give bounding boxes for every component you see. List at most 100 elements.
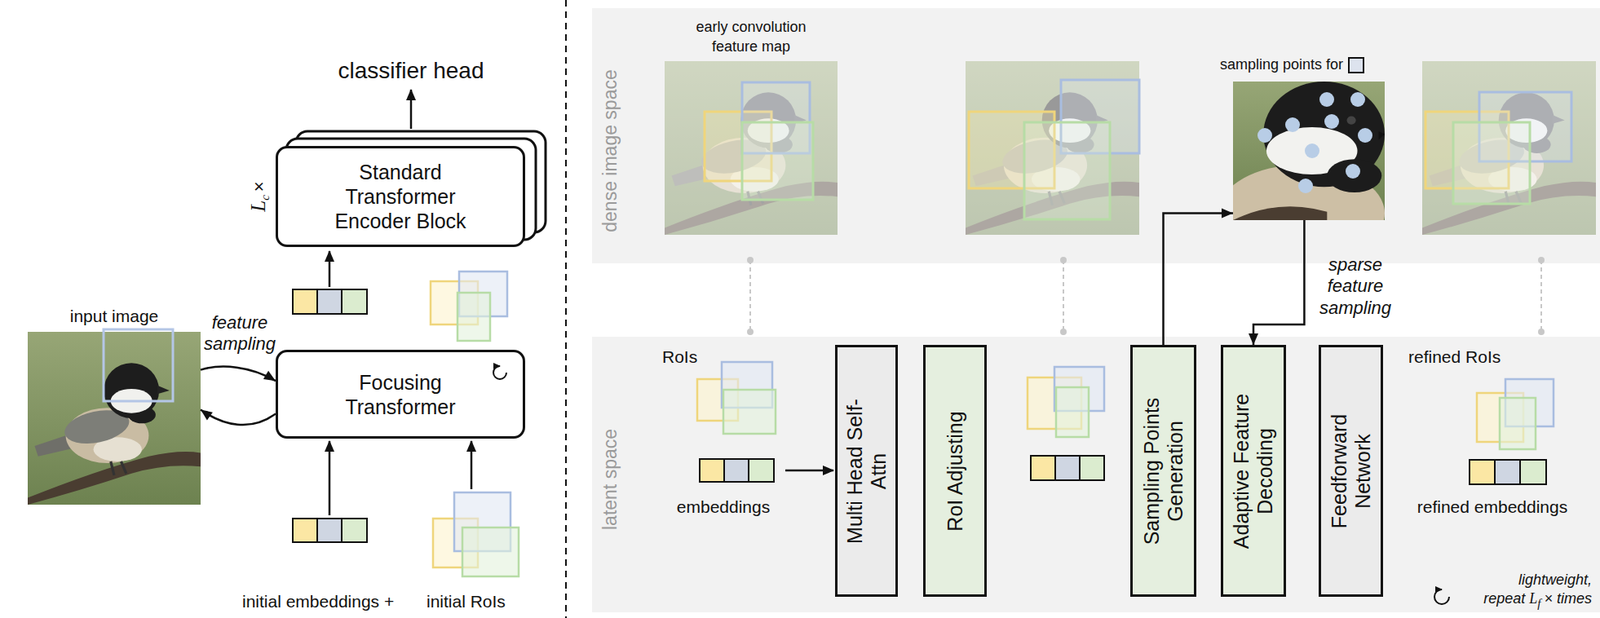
input-image-picture — [103, 329, 173, 402]
label-text: RoIs — [662, 347, 698, 367]
embedding-strip — [1469, 459, 1495, 485]
roi-boxes — [457, 292, 491, 341]
space-band: latent space Multi Head Self-Attn RoI Adju… — [592, 336, 1600, 613]
label-text: lightweight, — [1518, 571, 1592, 588]
connector-line — [200, 409, 276, 425]
band-ground — [592, 336, 1600, 613]
roi-boxes — [462, 527, 519, 577]
feature-map-picture — [965, 61, 1140, 235]
feature-map-picture — [965, 61, 1140, 235]
connector-line — [1253, 220, 1304, 345]
correspondence-line — [1060, 328, 1067, 336]
sampling-picture — [1345, 163, 1361, 179]
feature-map-picture — [664, 61, 838, 235]
flow-arrow — [410, 89, 413, 129]
heading: sampling points for — [1219, 56, 1365, 74]
label-text: f — [1537, 596, 1541, 610]
embedding-strip — [699, 459, 725, 482]
heading-text: early convolution feature map — [673, 17, 829, 57]
label-text: initial RoIs — [426, 592, 506, 612]
repeat-note-line: repeatLf× times — [1483, 589, 1592, 612]
repeat-symbol — [493, 366, 507, 380]
process-box: Sampling Points Generation — [1130, 344, 1197, 597]
box-text: Feedforward Network — [1327, 383, 1375, 559]
label-text: L — [1529, 590, 1538, 607]
repeat-note-line: lightweight, — [1483, 570, 1592, 590]
embedding-strip — [724, 459, 749, 482]
band-ground — [592, 8, 1600, 264]
feature-map-picture — [1024, 122, 1110, 220]
flow-arrow — [328, 441, 332, 516]
embedding-strip — [1494, 459, 1521, 485]
label-text: refined RoIs — [1408, 347, 1501, 367]
label-text: repeat — [1483, 590, 1525, 607]
process-box: RoI Adjusting — [923, 344, 987, 597]
correspondence-line — [1060, 256, 1067, 264]
sampling-picture — [1285, 117, 1300, 133]
divider-line — [565, 0, 567, 618]
label-text: initial embeddings + — [242, 592, 394, 612]
correspondence-line — [1062, 260, 1065, 332]
box-text: Focusing Transformer — [313, 370, 489, 420]
connector-line — [1163, 213, 1234, 346]
connector — [200, 409, 276, 425]
process-box: Multi Head Self-Attn — [835, 344, 898, 597]
correspondence-line — [746, 328, 754, 336]
sampling-picture — [1304, 143, 1320, 159]
label-text: embeddings — [676, 497, 770, 518]
feature-map-picture — [664, 61, 838, 235]
feature-map-picture — [1453, 122, 1530, 204]
arrow-head — [200, 409, 213, 420]
heading-text: sampling points for — [1219, 56, 1344, 74]
sampling-picture — [1350, 92, 1366, 107]
box-text: Sampling Points Generation — [1140, 383, 1188, 559]
embedding-strip — [292, 518, 318, 543]
embedding-strip — [748, 459, 774, 482]
sampling-picture — [1357, 128, 1373, 143]
embedding-strip — [1520, 459, 1547, 485]
flow-arrow — [328, 251, 332, 288]
focusing-block: Focusing Transformer — [275, 349, 526, 439]
embedding-strip — [317, 289, 342, 314]
band-title: latent space — [599, 428, 622, 531]
sampling-picture — [1217, 81, 1385, 262]
embedding-strip — [1055, 455, 1080, 481]
edge-label: sparse feature sampling — [1314, 254, 1397, 319]
flow-arrow — [785, 469, 834, 473]
box-text: RoI Adjusting — [943, 383, 968, 559]
label-text: classifier head — [338, 57, 485, 84]
correspondence-line — [1540, 260, 1543, 332]
connector — [1163, 208, 1234, 346]
feature-map-picture — [664, 61, 838, 235]
label-text: c — [259, 194, 273, 201]
repeat-note: lightweight,repeatLf× times — [1483, 570, 1592, 612]
arrow-head — [263, 371, 276, 381]
feature-map-picture — [965, 61, 1140, 235]
label-text: refined embeddings — [1417, 497, 1568, 518]
label-text: × — [248, 181, 270, 192]
box-text: Multi Head Self-Attn — [843, 383, 891, 559]
correspondence-line — [746, 256, 1545, 336]
connector-line — [200, 366, 276, 382]
correspondence-line — [1538, 256, 1545, 264]
process-box: Adaptive Feature Decoding — [1220, 344, 1287, 597]
feature-map-picture — [1422, 61, 1596, 235]
input-image-picture — [27, 329, 201, 505]
embedding-strip — [341, 518, 367, 543]
roi-boxes — [1499, 397, 1536, 450]
sampling-picture — [1324, 114, 1340, 129]
box-text: Standard Transformer Encoder Block — [313, 159, 489, 234]
layer-count: Lc× — [247, 181, 273, 212]
feature-map-picture — [742, 122, 814, 200]
embedding-strip — [341, 289, 367, 314]
sampling-view: sampling points for — [1233, 81, 1385, 221]
box-text: Adaptive Feature Decoding — [1229, 383, 1278, 559]
embedding-strip — [1030, 455, 1056, 481]
input-image: input image — [27, 331, 201, 505]
arrow-head — [1221, 208, 1234, 219]
connector — [1248, 220, 1304, 345]
label-text: × times — [1543, 590, 1592, 607]
correspondence-line — [746, 256, 754, 264]
embedding-strip — [292, 289, 318, 314]
